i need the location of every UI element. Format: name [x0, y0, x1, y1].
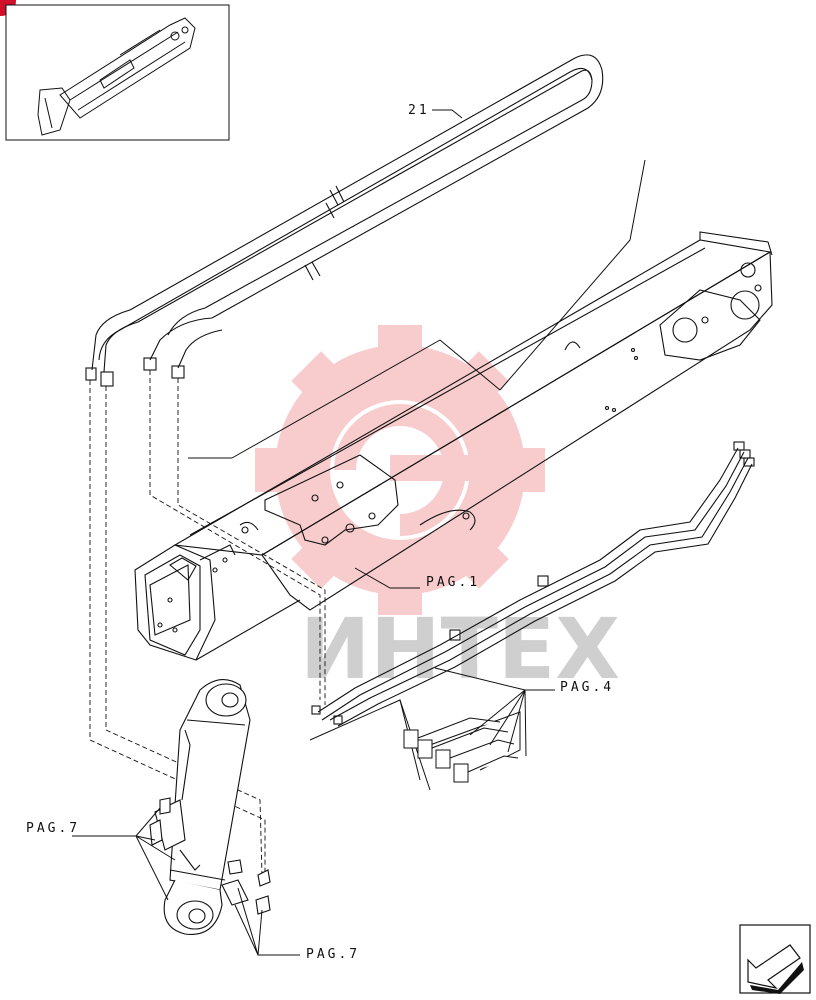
watermark-text: ИНТЕХ [300, 600, 620, 698]
hydraulic-hose-pair [85, 54, 604, 387]
watermark-gear-logo [255, 325, 545, 615]
callout-pag-7-left: PAG.7 [26, 807, 176, 901]
callout-pag-7-bottom: PAG.7 [234, 887, 360, 962]
boom-arm [134, 231, 773, 661]
fitting-block-group [309, 699, 521, 791]
callout-pag-7-left-label: PAG.7 [26, 821, 80, 836]
callout-21: 21 [408, 103, 463, 119]
callout-pag-4: PAG.4 [434, 667, 614, 757]
callout-pag-1-label: PAG.1 [426, 575, 480, 590]
hydraulic-pipe-assembly [311, 441, 755, 727]
callout-pag-7-bottom-label: PAG.7 [306, 947, 360, 962]
callout-pag-4-label: PAG.4 [560, 680, 614, 695]
machine-overview-thumbnail[interactable] [5, 4, 230, 141]
callout-pag-1: PAG.1 [188, 159, 646, 590]
hydraulic-cylinder [149, 679, 271, 935]
callout-21-label: 21 [408, 103, 430, 118]
previous-page-arrow-icon[interactable] [739, 924, 811, 994]
